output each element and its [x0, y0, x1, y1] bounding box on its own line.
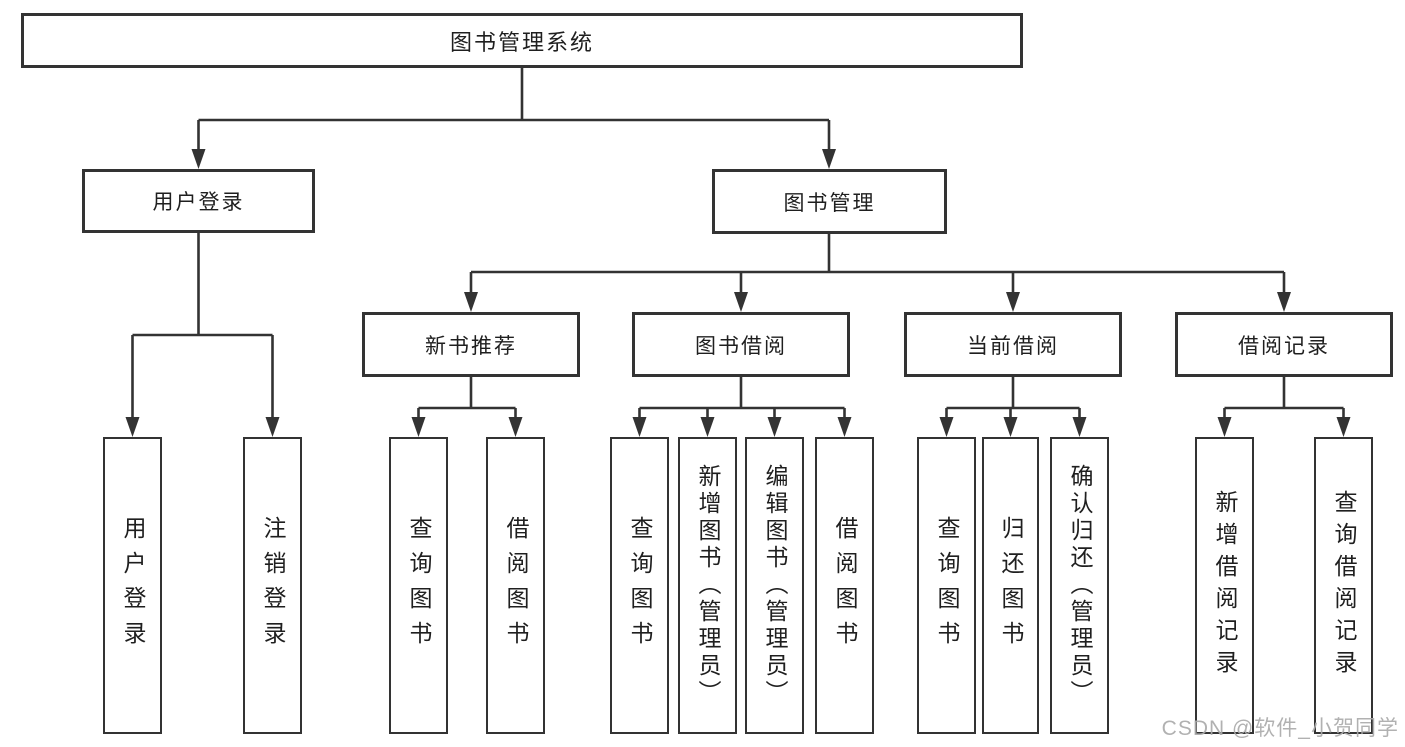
leaf-add-borrow-record: 新增借阅记录 [1195, 437, 1254, 734]
leaf-label: 查询图书 [406, 515, 432, 656]
leaf-label: 借阅图书 [503, 515, 529, 656]
node-label: 图书管理系统 [449, 29, 594, 55]
connector-book-management [464, 234, 1291, 312]
leaf-label: 查询图书 [934, 515, 960, 656]
csdn-watermark: CSDN @软件_小贺同学 [1161, 717, 1399, 740]
leaf-label: 用户登录 [120, 515, 146, 656]
leaf-query-books-3: 查询图书 [917, 437, 976, 734]
leaf-borrow-books-1: 借阅图书 [486, 437, 545, 734]
node-user-login: 用户登录 [82, 169, 315, 233]
leaf-add-books-admin: 新增图书（管理员） [678, 437, 737, 734]
connector-borrow-records [1217, 377, 1351, 437]
leaf-label: 借阅图书 [832, 515, 858, 656]
node-label: 图书借阅 [695, 334, 787, 358]
leaf-label: 查询借阅记录 [1331, 489, 1357, 682]
connector-root [191, 68, 836, 169]
leaf-label: 新增借阅记录 [1212, 489, 1238, 682]
node-label: 当前借阅 [967, 334, 1059, 358]
node-current-borrow: 当前借阅 [904, 312, 1122, 377]
leaf-label: 新增图书（管理员） [695, 464, 721, 707]
connector-book-borrow [632, 377, 852, 437]
node-borrow-records: 借阅记录 [1175, 312, 1393, 377]
leaf-label: 编辑图书（管理员） [762, 464, 788, 707]
leaf-user-login: 用户登录 [103, 437, 162, 734]
node-book-management: 图书管理 [712, 169, 947, 234]
leaf-edit-books-admin: 编辑图书（管理员） [745, 437, 804, 734]
leaf-label: 确认归还（管理员） [1067, 464, 1093, 707]
leaf-return-books: 归还图书 [982, 437, 1039, 734]
leaf-label: 归还图书 [998, 515, 1024, 656]
leaf-borrow-books-2: 借阅图书 [815, 437, 874, 734]
connector-current-borrow [939, 377, 1087, 437]
node-library-management-system: 图书管理系统 [21, 13, 1023, 68]
connector-new-book [411, 377, 523, 437]
leaf-query-books-2: 查询图书 [610, 437, 669, 734]
leaf-label: 查询图书 [627, 515, 653, 656]
leaf-label: 注销登录 [260, 515, 286, 656]
leaf-confirm-return-admin: 确认归还（管理员） [1050, 437, 1109, 734]
connector-user-login [125, 233, 280, 437]
node-label: 用户登录 [152, 191, 245, 214]
node-label: 借阅记录 [1238, 334, 1330, 358]
node-label: 新书推荐 [425, 334, 517, 358]
leaf-query-borrow-record: 查询借阅记录 [1314, 437, 1373, 734]
node-new-book-recommend: 新书推荐 [362, 312, 580, 377]
node-label: 图书管理 [783, 191, 876, 215]
leaf-query-books-1: 查询图书 [389, 437, 448, 734]
leaf-logout: 注销登录 [243, 437, 302, 734]
node-book-borrow: 图书借阅 [632, 312, 850, 377]
